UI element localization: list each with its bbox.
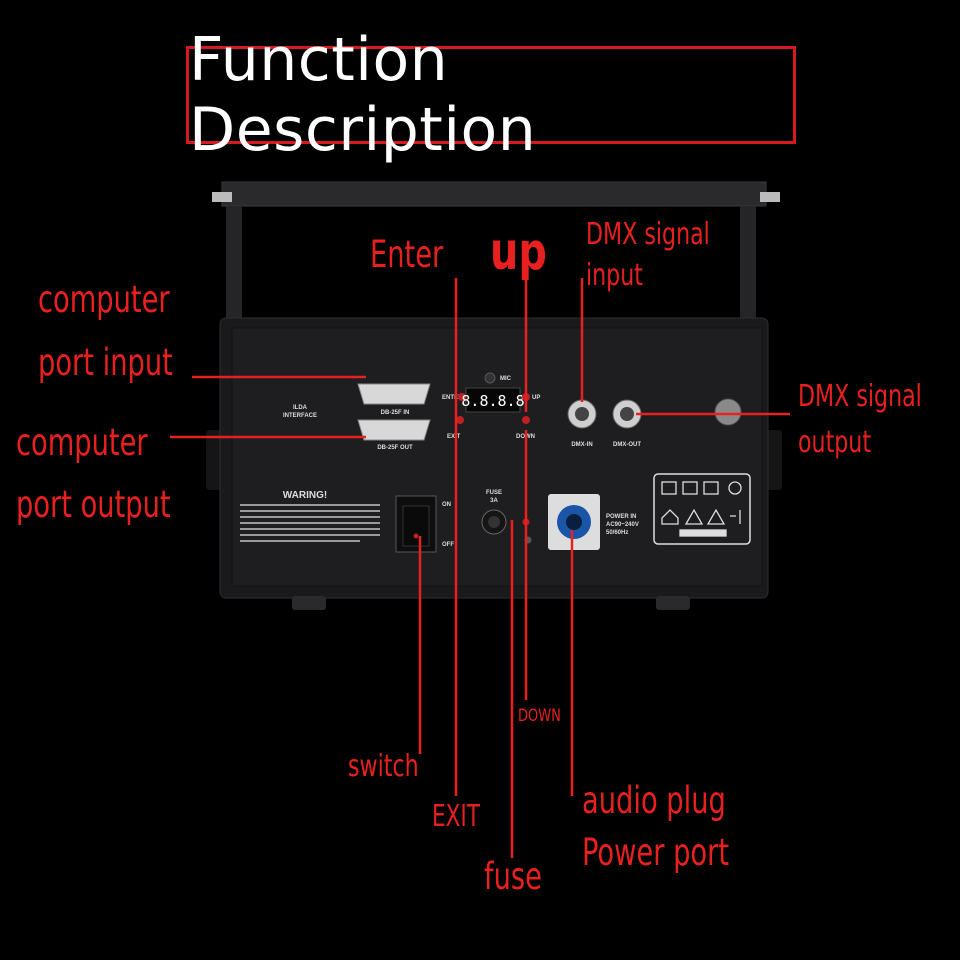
label-audio-plug: audio plug: [582, 779, 726, 822]
handle-knob-left: [212, 192, 232, 202]
label-up: up: [490, 222, 547, 282]
ilda-label-1: ILDA: [293, 405, 308, 411]
label-computer-input-1: computer: [38, 278, 170, 321]
recycle-icon: [728, 481, 742, 495]
label-computer-input-2: port input: [38, 341, 173, 384]
handle-knob-right: [760, 192, 780, 202]
label-enter: Enter: [370, 233, 444, 276]
exit-panel-label: EXIT: [447, 434, 461, 440]
switch-off-label: OFF: [442, 542, 454, 548]
power-label-3: 50/60Hz: [606, 530, 628, 536]
down-button[interactable]: [522, 416, 530, 424]
power-label-1: POWER IN: [606, 514, 636, 520]
handle-bar: [221, 181, 767, 207]
dmx-in-socket: [575, 407, 589, 421]
mic-label: MIC: [500, 376, 512, 382]
led-display: [465, 387, 521, 413]
power-connector-socket: [566, 514, 582, 530]
certification-icons: [661, 481, 742, 537]
dmx-in-label: DMX-IN: [571, 442, 592, 448]
label-switch: switch: [348, 749, 419, 784]
label-dmx-input-1: DMX signal: [586, 217, 710, 252]
annotation-lines: [170, 278, 790, 858]
db25-out-label: DB-25F OUT: [377, 445, 413, 451]
indoor-icon: [661, 509, 679, 525]
led-display-digits: 8.8.8.8: [461, 392, 524, 410]
safety-key[interactable]: [714, 398, 742, 426]
label-computer-output-2: port output: [16, 483, 171, 526]
db25-in-label: DB-25F IN: [381, 410, 410, 416]
laser-warning-icon: [706, 508, 726, 525]
mic-icon: [484, 372, 496, 384]
label-computer-output-1: computer: [16, 421, 148, 464]
label-dmx-output-1: DMX signal: [798, 379, 922, 414]
fuse-panel-label: FUSE: [486, 490, 502, 496]
label-down: DOWN: [518, 706, 561, 726]
switch-indicator-icon: [413, 533, 419, 539]
certification-box: [653, 473, 751, 545]
enter-panel-label: ENTER: [442, 395, 463, 401]
title-box: Function Description: [186, 25, 796, 165]
db25-in-connector[interactable]: [357, 383, 431, 405]
exit-button[interactable]: [456, 416, 464, 424]
label-exit: EXIT: [432, 799, 480, 834]
fuse-rating-label: 3A: [490, 498, 498, 504]
warning-title: WARING!: [283, 490, 327, 501]
switch-on-label: ON: [442, 502, 451, 508]
fc-icon: [682, 481, 698, 495]
warning-text-lines: [240, 504, 380, 542]
up-panel-label: UP: [532, 395, 540, 401]
enter-button[interactable]: [458, 393, 466, 401]
db25-out-connector[interactable]: [357, 419, 431, 441]
ce-icon: [661, 481, 677, 495]
class-icon: [730, 510, 741, 524]
power-switch[interactable]: [402, 505, 430, 547]
foot-left: [292, 596, 326, 610]
handle-arm-left: [226, 206, 242, 320]
handle-arm-right: [740, 206, 756, 320]
power-label-2: AC90~240V: [606, 522, 639, 528]
serial-plate: [679, 529, 727, 537]
label-power-port: Power port: [582, 831, 730, 874]
page-title: Function Description: [189, 25, 537, 165]
fuse-cap-icon: [488, 516, 500, 528]
rear-panel: [231, 327, 763, 587]
label-dmx-output-2: output: [798, 425, 872, 460]
weee-icon: [703, 481, 719, 495]
label-dmx-input-2: input: [586, 258, 643, 293]
dmx-out-socket: [620, 407, 634, 421]
caution-icon: [684, 508, 704, 525]
ilda-label-2: INTERFACE: [283, 413, 317, 419]
label-fuse: fuse: [484, 855, 542, 898]
dmx-out-label: DMX-OUT: [613, 442, 641, 448]
foot-right: [656, 596, 690, 610]
